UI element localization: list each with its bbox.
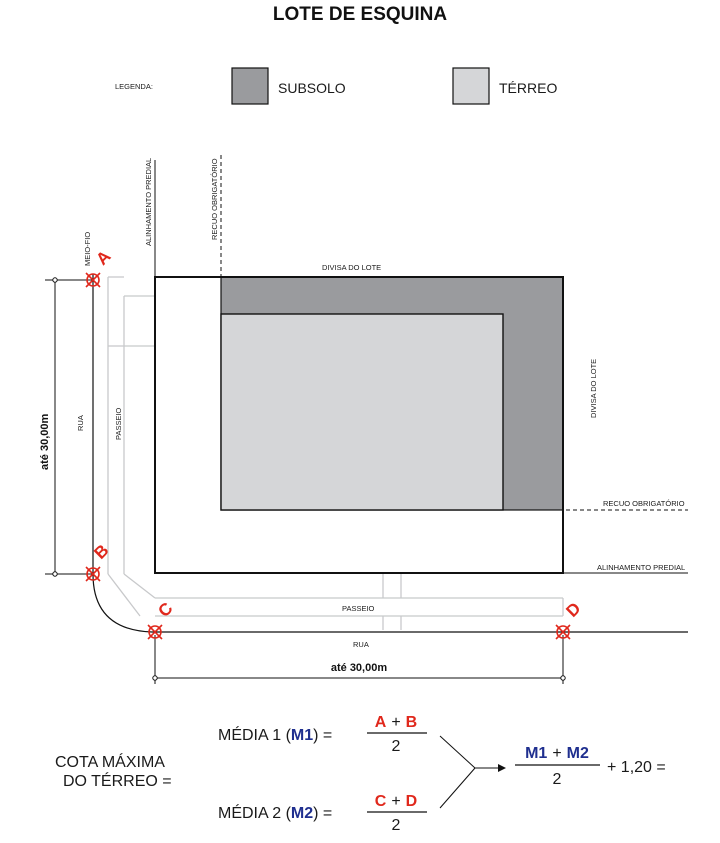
point-b-label: B [90, 541, 112, 563]
label-rua-left: RUA [76, 415, 85, 431]
media2-denominator: 2 [392, 817, 401, 834]
point-b-marker [85, 566, 101, 582]
result-denominator: 2 [553, 771, 562, 788]
point-d-marker [555, 624, 571, 640]
converging-arrow [439, 735, 506, 809]
point-a-label: A [92, 247, 114, 269]
result-numerator: M1+M2 [525, 745, 589, 762]
legend-label: LEGENDA: [115, 82, 153, 91]
point-a-marker [85, 272, 101, 288]
cota-maxima-line2: DO TÉRREO = [63, 771, 172, 790]
point-c-label: C [154, 599, 176, 621]
result-tail: + 1,20 = [607, 759, 666, 776]
dimension-vertical [45, 277, 92, 577]
label-alinhamento-predial-h: ALINHAMENTO PREDIAL [597, 563, 685, 572]
media1-denominator: 2 [392, 738, 401, 755]
page-title: LOTE DE ESQUINA [273, 4, 447, 25]
media2-numerator: C+D [375, 793, 417, 810]
media1-label: MÉDIA 1 (M1) = [218, 725, 332, 744]
legend-item-terreo: TÉRREO [499, 80, 557, 96]
point-d-label: D [562, 599, 584, 621]
terreo-area [220, 313, 504, 511]
label-divisa-lote-top: DIVISA DO LOTE [322, 263, 381, 272]
dimension-horizontal-label: até 30,00m [331, 662, 387, 674]
label-passeio-bottom: PASSEIO [342, 604, 375, 613]
label-meio-fio: MEIO-FIO [83, 232, 92, 266]
label-divisa-lote-right: DIVISA DO LOTE [589, 359, 598, 418]
label-recuo-obrigatorio-h: RECUO OBRIGATÓRIO [603, 499, 685, 508]
point-c-marker [147, 624, 163, 640]
label-passeio-left: PASSEIO [114, 407, 123, 440]
label-recuo-obrigatorio-v: RECUO OBRIGATÓRIO [210, 158, 219, 240]
legend-swatch-terreo [452, 67, 490, 105]
media1-numerator: A+B [375, 714, 417, 731]
media2-label: MÉDIA 2 (M2) = [218, 803, 332, 822]
legend-swatch-subsolo [231, 67, 269, 105]
label-alinhamento-predial-v: ALINHAMENTO PREDIAL [144, 158, 153, 246]
cota-maxima-line1: COTA MÁXIMA [55, 752, 165, 771]
curb-line [92, 274, 688, 633]
label-rua-bottom: RUA [353, 640, 369, 649]
dimension-vertical-label: até 30,00m [39, 414, 51, 470]
legend-item-subsolo: SUBSOLO [278, 80, 346, 96]
dimension-horizontal [152, 635, 566, 684]
